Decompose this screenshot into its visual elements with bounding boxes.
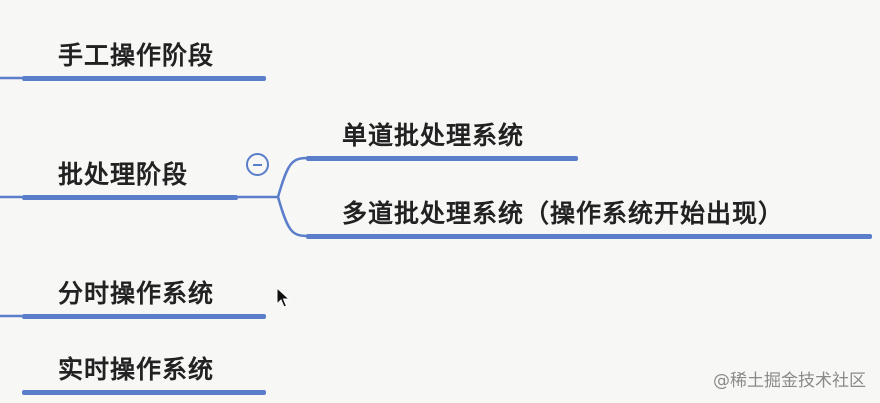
watermark: @稀土掘金技术社区: [713, 371, 866, 391]
node-multi-batch-underline: [306, 234, 872, 239]
node-batch-processing[interactable]: 批处理阶段: [58, 160, 189, 189]
mouse-cursor-icon: [276, 287, 290, 308]
collapse-minus-icon[interactable]: [246, 153, 269, 176]
node-batch-processing-underline: [22, 195, 238, 200]
node-real-time[interactable]: 实时操作系统: [58, 355, 215, 384]
node-multi-batch[interactable]: 多道批处理系统（操作系统开始出现）: [342, 199, 785, 228]
node-time-sharing-underline: [22, 314, 266, 319]
node-manual-operation-underline: [22, 76, 266, 81]
node-manual-operation[interactable]: 手工操作阶段: [58, 41, 215, 70]
batch-branch-upper: [276, 156, 309, 198]
node-time-sharing[interactable]: 分时操作系统: [58, 279, 215, 308]
node-single-batch-underline: [306, 156, 578, 161]
node-real-time-underline: [22, 390, 266, 395]
node-single-batch[interactable]: 单道批处理系统: [342, 121, 525, 150]
batch-branch-lower: [276, 196, 309, 238]
